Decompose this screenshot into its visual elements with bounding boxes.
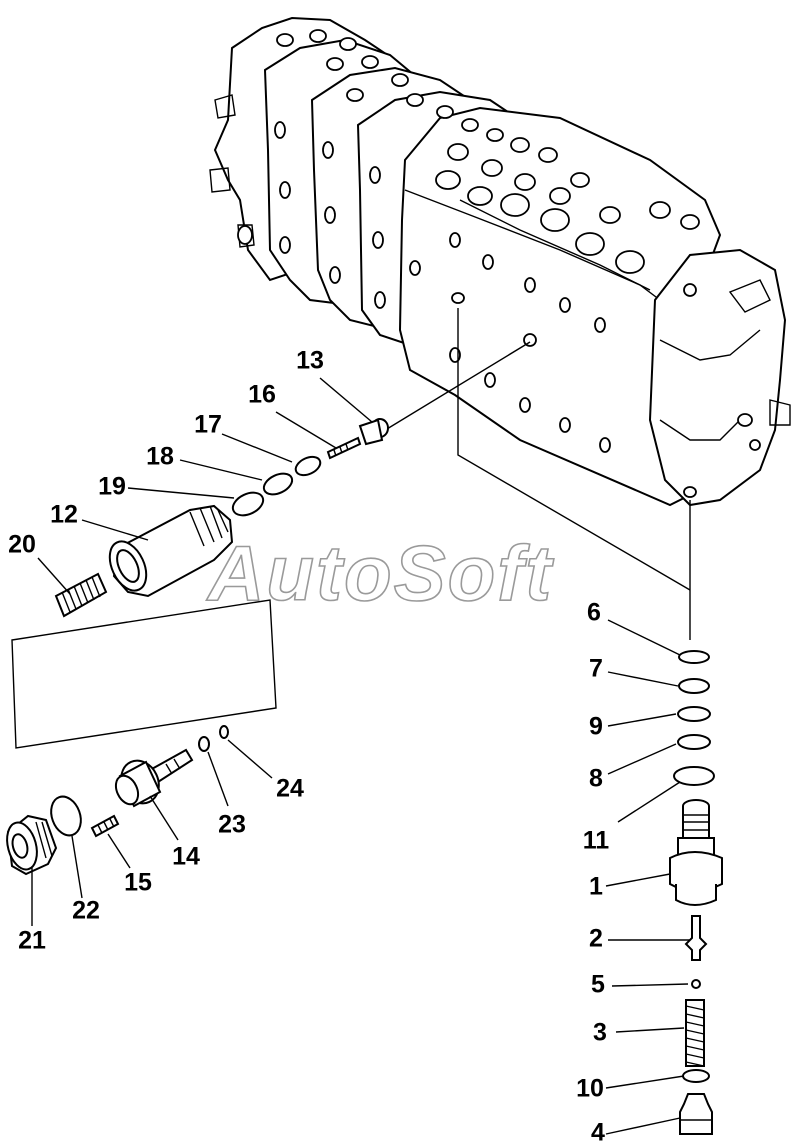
callout-18: 18 <box>146 443 174 471</box>
ring-7 <box>678 678 710 694</box>
callout-17: 17 <box>194 411 222 439</box>
callout-3: 3 <box>593 1019 607 1047</box>
fitting-13 <box>358 418 389 446</box>
ring-24 <box>219 725 229 739</box>
ring-18 <box>262 472 294 496</box>
callout-labels: 13 16 17 18 19 12 20 6 7 9 8 11 1 2 5 3 … <box>8 347 609 1147</box>
callout-4: 4 <box>591 1119 605 1147</box>
valve-14 <box>114 748 194 808</box>
ring-19 <box>231 491 265 517</box>
upper-left-parts <box>11 418 389 749</box>
callout-2: 2 <box>589 925 603 953</box>
valve-port-holes <box>237 29 761 498</box>
relief-valve-1 <box>669 799 723 906</box>
callout-7: 7 <box>589 655 603 683</box>
callout-10: 10 <box>576 1075 604 1103</box>
callout-15: 15 <box>124 869 152 897</box>
callout-20: 20 <box>8 531 36 559</box>
callout-9: 9 <box>589 713 603 741</box>
o-ring-22 <box>50 795 82 837</box>
callout-22: 22 <box>72 897 100 925</box>
callout-1: 1 <box>589 873 603 901</box>
spring-20 <box>54 572 108 618</box>
callout-21: 21 <box>18 927 46 955</box>
callout-11: 11 <box>583 827 610 855</box>
o-ring-17 <box>294 455 322 477</box>
right-valve-parts <box>669 650 723 1135</box>
callout-14: 14 <box>172 843 200 871</box>
pin-16 <box>326 436 362 460</box>
callout-13: 13 <box>296 347 324 375</box>
assembly-leader-lines <box>381 308 691 640</box>
o-ring-6 <box>678 650 710 664</box>
poppet-2 <box>684 915 708 961</box>
ring-9 <box>677 706 711 722</box>
ring-23 <box>198 736 210 752</box>
lower-left-parts <box>6 725 229 876</box>
callout-24: 24 <box>276 775 304 803</box>
control-valve-body <box>209 16 791 507</box>
spring-3 <box>685 999 705 1067</box>
callout-19: 19 <box>98 473 126 501</box>
callout-5: 5 <box>591 971 605 999</box>
callout-leaders <box>31 377 690 1135</box>
callout-6: 6 <box>587 599 601 627</box>
plug-21 <box>6 814 58 876</box>
o-ring-10 <box>682 1069 710 1083</box>
sleeve-12 <box>108 504 234 598</box>
callout-8: 8 <box>589 765 603 793</box>
group-outline <box>11 599 277 749</box>
plug-4 <box>679 1093 713 1135</box>
callout-23: 23 <box>218 811 246 839</box>
o-ring-11 <box>673 766 715 786</box>
callout-16: 16 <box>248 381 276 409</box>
callout-12: 12 <box>50 501 78 529</box>
o-ring-8 <box>677 734 711 750</box>
ball-5 <box>691 979 701 989</box>
watermark: AutoSoft <box>206 529 554 617</box>
